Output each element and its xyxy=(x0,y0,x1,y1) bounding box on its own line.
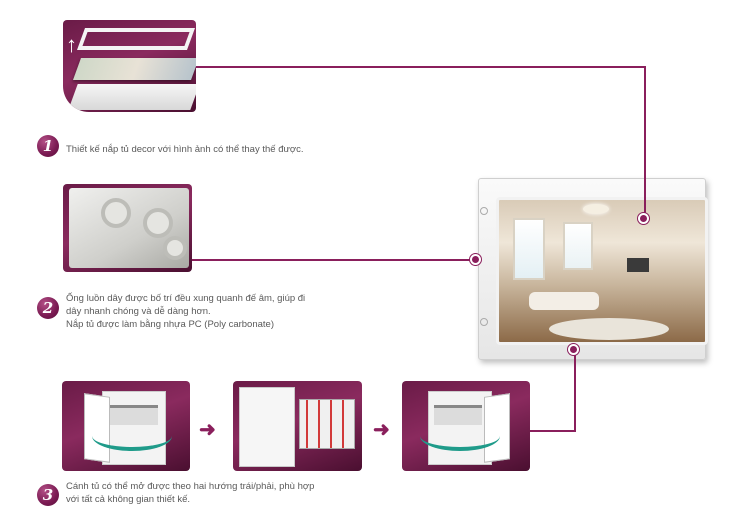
step-number-3: 3 xyxy=(37,484,59,506)
chandelier xyxy=(583,204,609,214)
swing-arrow-left-icon xyxy=(92,421,172,451)
door-breakers xyxy=(110,405,158,425)
connector-dot-3 xyxy=(568,344,579,355)
step-number-1: 1 xyxy=(37,135,59,157)
rug xyxy=(549,318,669,340)
right-arrow-icon: ➜ xyxy=(199,419,216,441)
door-breakers xyxy=(434,405,482,425)
cover-frame xyxy=(76,28,196,50)
step-2-line-1: Ống luồn dây được bố trí đều xung quanh … xyxy=(66,293,306,304)
step-2-caption: Ống luồn dây được bố trí đều xung quanh … xyxy=(66,292,446,331)
conduit-hole-3 xyxy=(163,236,187,260)
door-left-photo xyxy=(62,381,190,471)
conduit-hole-1 xyxy=(101,198,131,228)
step-number-2: 2 xyxy=(37,297,59,319)
step-3-line-1: Cánh tủ có thể mở được theo hai hướng tr… xyxy=(66,481,315,492)
connector-line-1-h xyxy=(196,66,645,68)
up-arrow-icon: ↑ xyxy=(66,32,77,57)
window-center xyxy=(563,222,593,270)
door-right-photo xyxy=(402,381,530,471)
step-3-caption: Cánh tủ có thể mở được theo hai hướng tr… xyxy=(66,480,446,506)
conduit-detail-photo xyxy=(63,184,192,272)
decor-picture xyxy=(496,197,708,345)
breaker-row xyxy=(299,399,355,449)
open-cabinet-photo xyxy=(233,381,362,471)
connector-line-3-v xyxy=(574,350,576,432)
cover-panel xyxy=(72,58,196,80)
step-3-line-2: với tất cả không gian thiết kế. xyxy=(66,494,190,505)
connector-line-3-h xyxy=(530,430,575,432)
window-left xyxy=(513,218,545,280)
cabinet-side-screw-bottom xyxy=(480,318,488,326)
conduit-hole-2 xyxy=(143,208,173,238)
cabinet-side-screw-top xyxy=(480,207,488,215)
tv-unit xyxy=(627,258,649,272)
right-arrow-icon: ➜ xyxy=(373,419,390,441)
cover-base xyxy=(68,84,196,110)
step-2-line-3: Nắp tủ được làm bằng nhựa PC (Poly carbo… xyxy=(66,319,274,330)
open-door xyxy=(239,387,295,467)
sofa xyxy=(529,292,599,310)
connector-line-2-h xyxy=(192,259,478,261)
connector-dot-1 xyxy=(638,213,649,224)
connector-dot-2 xyxy=(470,254,481,265)
step-1-caption: Thiết kế nắp tủ decor với hình ảnh có th… xyxy=(66,144,304,155)
step-2-line-2: dây nhanh chóng và dễ dàng hơn. xyxy=(66,306,211,317)
swing-arrow-right-icon xyxy=(420,421,500,451)
connector-line-1-v xyxy=(644,66,646,218)
decor-cover-photo: ↑ xyxy=(63,20,196,112)
